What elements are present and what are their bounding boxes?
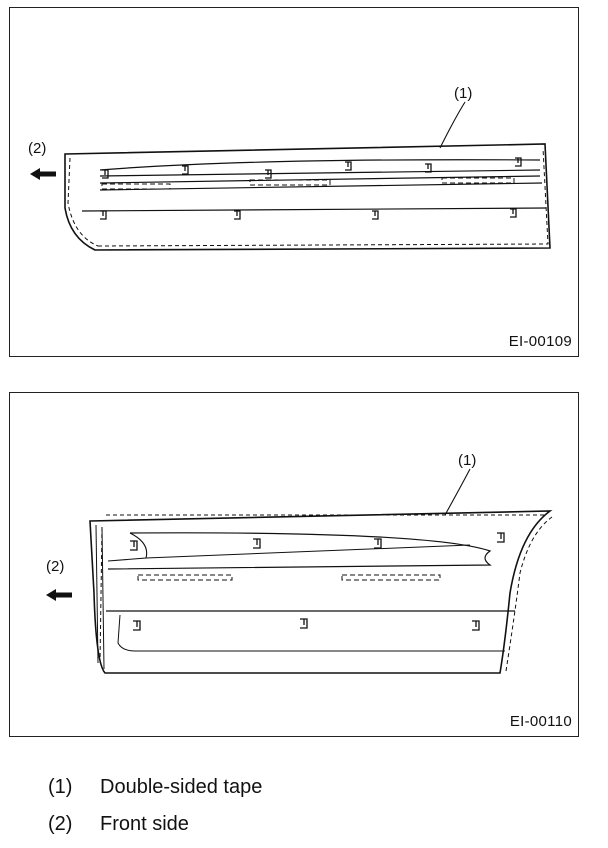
clip-icon <box>253 538 261 549</box>
lower-strip-line <box>117 614 505 652</box>
legend-item-1: (1) Double-sided tape <box>48 776 262 799</box>
legend-number: (1) <box>48 776 73 798</box>
front-arrow-head <box>30 168 40 180</box>
clip-icon <box>133 620 141 631</box>
figure-2-panel: (1) (2) EI-00110 <box>9 392 579 737</box>
upper-strip-line <box>107 532 492 570</box>
tape-segment <box>137 574 233 581</box>
clip-icon <box>510 208 517 218</box>
clip-icon <box>265 169 272 179</box>
clip-group <box>100 157 522 220</box>
callout-1-label: (1) <box>458 452 476 469</box>
upper-strip-line <box>99 182 543 191</box>
clip-icon <box>234 210 241 220</box>
upper-strip-line <box>145 544 471 559</box>
figure-2-id: EI-00110 <box>509 713 572 730</box>
molding-front-edge <box>95 524 105 670</box>
clip-icon <box>425 163 432 173</box>
legend-text: Double-sided tape <box>100 776 263 798</box>
molding-outline <box>89 510 553 674</box>
callout-2-label: (2) <box>28 140 46 157</box>
clip-icon <box>102 169 109 179</box>
clip-icon <box>515 157 522 167</box>
upper-strip-line <box>99 159 541 171</box>
figure-1-id: EI-00109 <box>508 333 572 350</box>
figure-1-panel: (1) (2) EI-00109 <box>9 7 579 357</box>
tape-segment <box>441 177 515 184</box>
legend-text: Front side <box>100 813 189 835</box>
clip-group <box>130 532 505 631</box>
upper-strip-line <box>107 532 148 562</box>
tape-segment <box>249 179 331 186</box>
molding-edge-dashed <box>99 526 103 664</box>
molding-outline <box>64 143 551 251</box>
clip-icon <box>374 538 382 549</box>
clip-icon <box>100 210 107 220</box>
figure-1-drawing: (1) (2) <box>28 85 551 251</box>
molding-edge-dashed <box>67 157 99 247</box>
molding-bottom-dashed <box>97 147 549 247</box>
upper-strip-line <box>99 175 541 184</box>
clip-icon <box>472 620 480 631</box>
front-arrow-head <box>46 589 56 601</box>
legend-number: (2) <box>48 813 73 835</box>
tape-segment <box>101 183 171 190</box>
clip-icon <box>345 161 352 171</box>
molding-rear-dashed <box>505 516 553 672</box>
callout-1-leader <box>444 468 471 516</box>
clip-icon <box>300 618 308 629</box>
figure-2-drawing: (1) (2) <box>46 452 553 674</box>
lower-strip-line <box>81 207 547 212</box>
tape-segment <box>341 574 441 581</box>
callout-1-leader <box>439 101 466 149</box>
clip-icon <box>182 165 189 175</box>
clip-icon <box>497 532 505 543</box>
callout-1-label: (1) <box>454 85 472 102</box>
clip-icon <box>130 540 138 551</box>
callout-2-label: (2) <box>46 558 64 575</box>
upper-strip-line <box>99 169 541 177</box>
legend-item-2: (2) Front side <box>48 813 189 836</box>
clip-icon <box>372 210 379 220</box>
